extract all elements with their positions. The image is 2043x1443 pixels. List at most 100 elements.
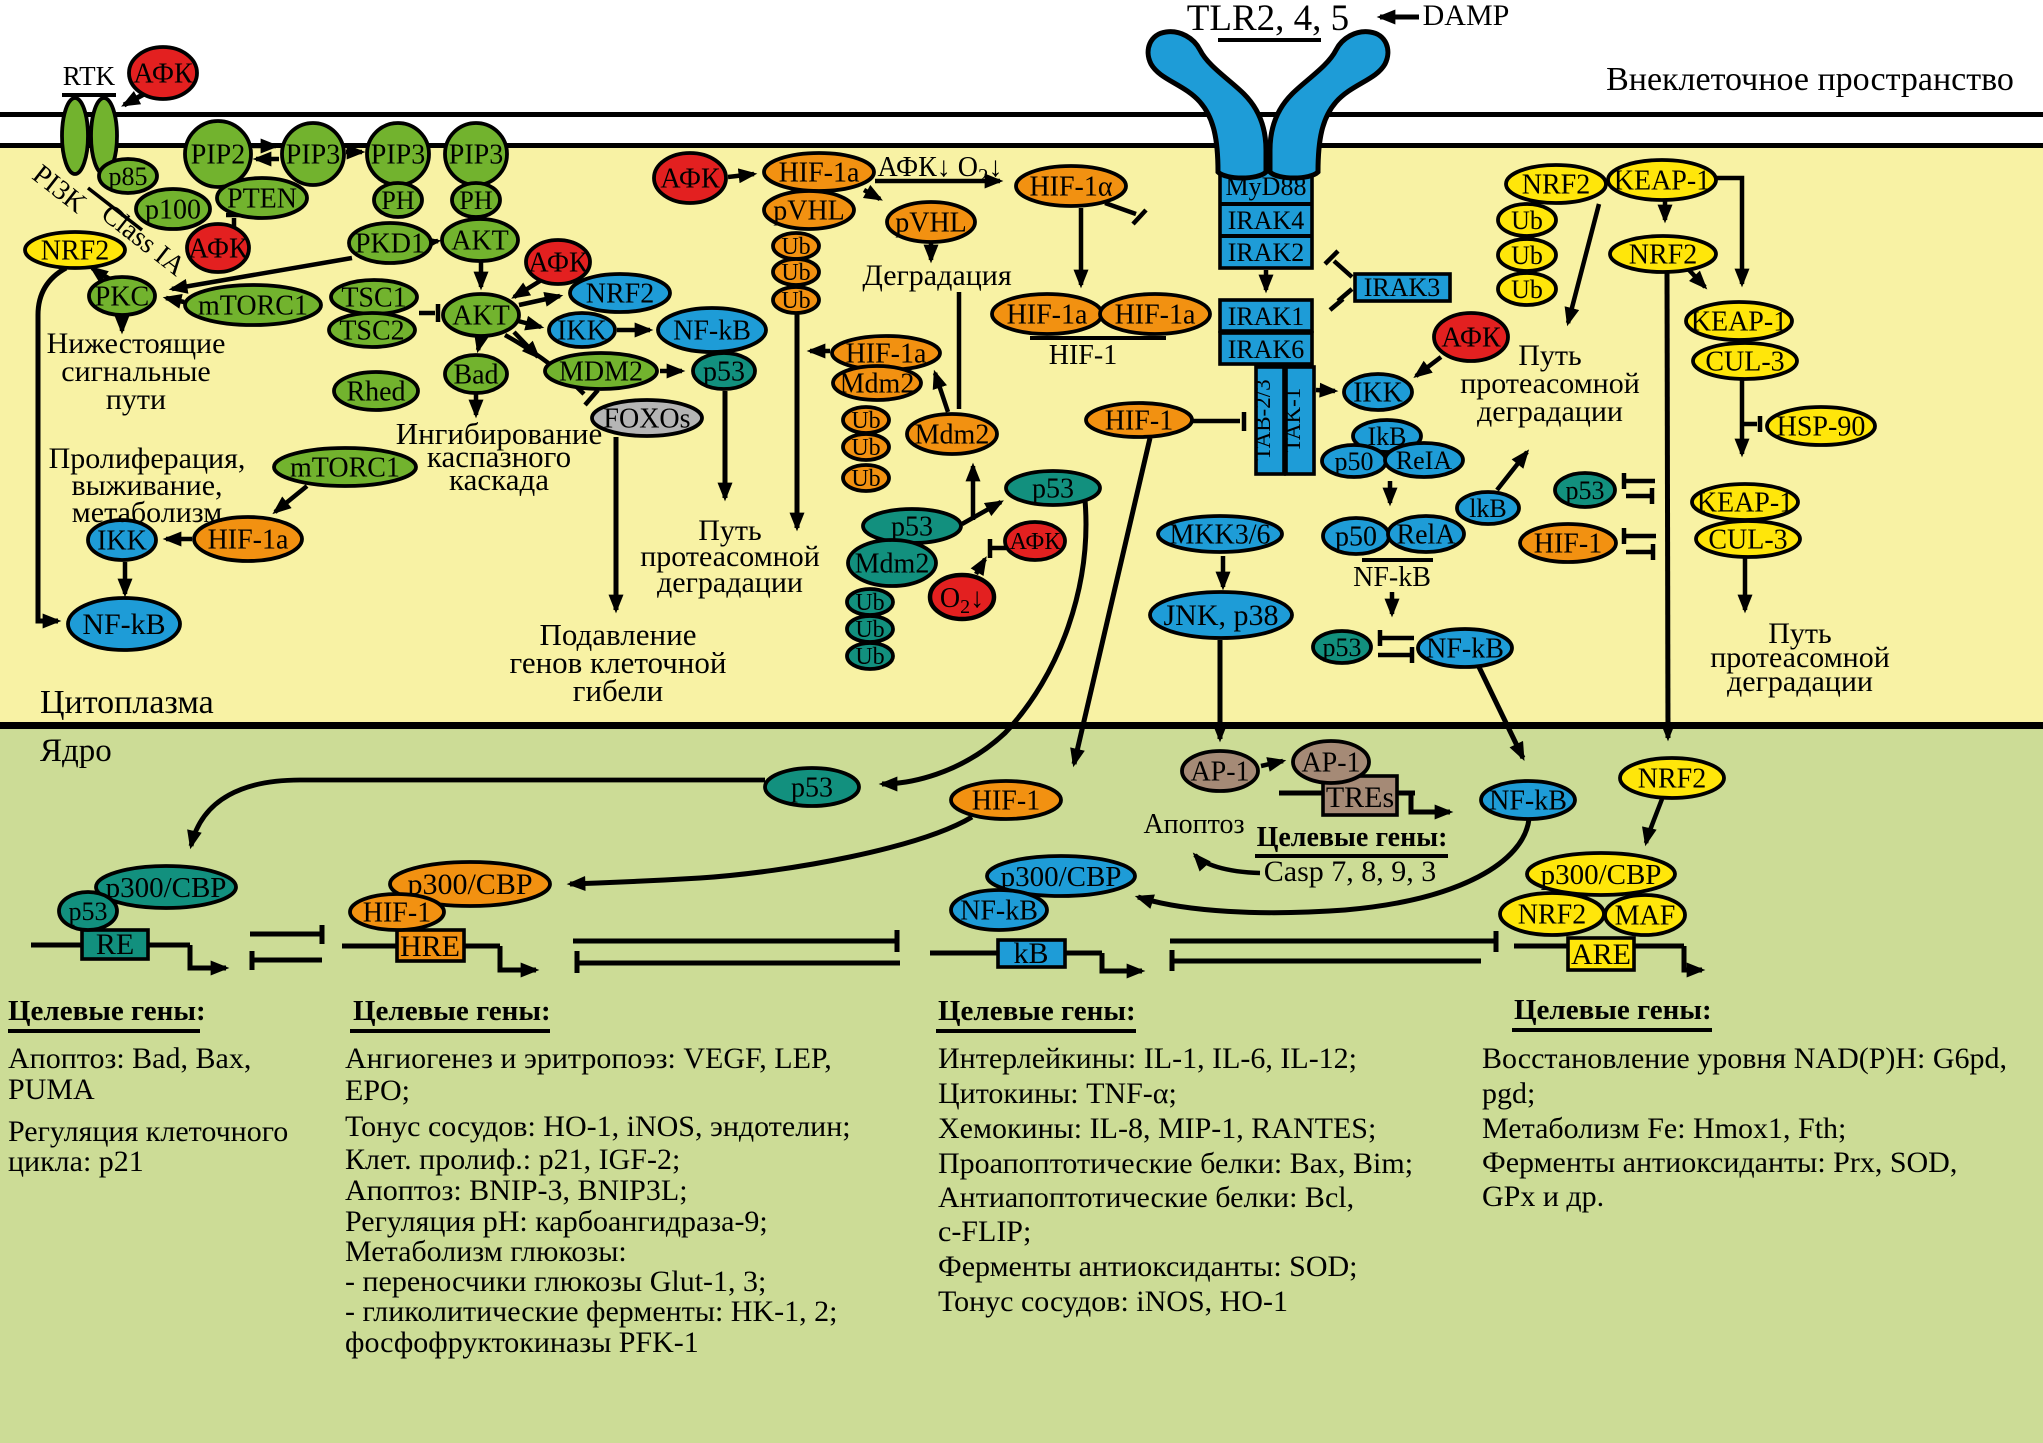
svg-text:АФК: АФК [528, 248, 588, 279]
svg-text:EPO;: EPO; [345, 1074, 410, 1107]
svg-text:- гликолитические ферменты: HK: - гликолитические ферменты: HK-1, 2; [345, 1295, 837, 1328]
svg-text:Ub: Ub [851, 435, 880, 461]
svg-text:гибели: гибели [573, 673, 664, 708]
svg-text:IRAK3: IRAK3 [1364, 273, 1441, 302]
svg-text:цикла: p21: цикла: p21 [8, 1145, 144, 1178]
svg-text:NRF2: NRF2 [41, 236, 109, 267]
svg-text:IKK: IKK [1353, 378, 1403, 409]
svg-text:PIP3: PIP3 [286, 140, 340, 171]
svg-text:p53: p53 [1032, 474, 1074, 505]
svg-text:kB: kB [1013, 937, 1048, 970]
svg-text:IRAK2: IRAK2 [1228, 238, 1305, 267]
svg-text:Подавление: Подавление [540, 617, 697, 652]
svg-text:pVHL: pVHL [895, 208, 967, 239]
svg-text:KEAP-1: KEAP-1 [1614, 166, 1710, 197]
svg-text:деградации: деградации [1727, 665, 1873, 698]
svg-text:HIF-1a: HIF-1a [208, 525, 289, 556]
svg-text:GPx и др.: GPx и др. [1482, 1180, 1604, 1213]
svg-text:Целевые гены:: Целевые гены: [8, 995, 206, 1027]
svg-text:p300/CBP: p300/CBP [106, 872, 227, 904]
svg-text:Ub: Ub [1511, 241, 1543, 270]
svg-text:деградации: деградации [657, 566, 803, 599]
svg-text:KEAP-1: KEAP-1 [1697, 488, 1793, 519]
svg-text:AKT: AKT [451, 226, 509, 257]
svg-text:Цитокины: TNF-α;: Цитокины: TNF-α; [938, 1077, 1177, 1110]
svg-text:p85: p85 [109, 162, 148, 191]
svg-text:Тонус сосудов: iNOS, HO-1: Тонус сосудов: iNOS, HO-1 [938, 1285, 1288, 1318]
svg-text:Апоптоз: Bad, Bax,: Апоптоз: Bad, Bax, [8, 1042, 251, 1075]
svg-text:протеасомной: протеасомной [1460, 367, 1640, 400]
svg-text:DAMP: DAMP [1423, 0, 1510, 32]
svg-text:Путь: Путь [698, 514, 761, 547]
svg-text:АФК: АФК [188, 234, 248, 265]
svg-text:HSP-90: HSP-90 [1777, 412, 1866, 443]
svg-text:Хемокины: IL-8, MIP-1, RANTES;: Хемокины: IL-8, MIP-1, RANTES; [938, 1112, 1376, 1145]
svg-text:АФК: АФК [133, 59, 193, 90]
svg-text:KEAP-1: KEAP-1 [1691, 307, 1787, 338]
svg-text:протеасомной: протеасомной [640, 540, 820, 573]
svg-text:mTORC1: mTORC1 [290, 453, 400, 484]
svg-text:Mdm2: Mdm2 [840, 369, 915, 400]
svg-text:JNK, p38: JNK, p38 [1163, 599, 1278, 632]
svg-text:pgd;: pgd; [1482, 1077, 1535, 1110]
svg-text:TAB-2/3: TAB-2/3 [1250, 379, 1275, 460]
svg-text:HIF-1: HIF-1 [972, 786, 1040, 817]
svg-text:PH: PH [381, 186, 414, 215]
svg-text:NF-kB: NF-kB [82, 608, 165, 641]
svg-text:NRF2: NRF2 [586, 279, 654, 310]
svg-text:mTORC1: mTORC1 [198, 291, 308, 322]
svg-text:Путь: Путь [1768, 617, 1831, 650]
svg-text:Внеклеточное пространство: Внеклеточное пространство [1606, 61, 2014, 98]
svg-text:p300/CBP: p300/CBP [407, 868, 532, 901]
svg-text:NF-kB: NF-kB [673, 316, 751, 347]
svg-text:TSC2: TSC2 [339, 316, 404, 347]
svg-text:Целевые гены:: Целевые гены: [938, 995, 1136, 1027]
svg-text:Целевые гены:: Целевые гены: [353, 995, 551, 1027]
svg-text:Регуляция pH: карбоангидраза-9: Регуляция pH: карбоангидраза-9; [345, 1205, 768, 1238]
svg-text:Ядро: Ядро [40, 733, 112, 769]
svg-text:IKK: IKK [557, 316, 607, 347]
svg-text:NRF2: NRF2 [1629, 240, 1697, 271]
svg-text:Путь: Путь [1518, 339, 1581, 372]
svg-text:Ферменты антиоксиданты: Prx, S: Ферменты антиоксиданты: Prx, SOD, [1482, 1146, 1957, 1179]
svg-text:HIF-1a: HIF-1a [846, 339, 927, 370]
svg-text:p300/CBP: p300/CBP [1001, 861, 1122, 893]
svg-text:АФК: АФК [1010, 529, 1062, 555]
svg-text:Ub: Ub [1511, 206, 1543, 235]
svg-text:RelA: RelA [1396, 520, 1456, 551]
svg-text:MKK3/6: MKK3/6 [1169, 520, 1270, 551]
svg-text:MDM2: MDM2 [559, 357, 643, 388]
svg-text:Ub: Ub [855, 590, 884, 616]
svg-text:сигнальные: сигнальные [61, 355, 211, 388]
svg-text:Тонус сосудов: HO-1, iNOS, энд: Тонус сосудов: HO-1, iNOS, эндотелин; [345, 1110, 851, 1143]
svg-text:TAK-1: TAK-1 [1280, 388, 1305, 453]
svg-text:метаболизм: метаболизм [72, 496, 222, 529]
svg-text:AKT: AKT [452, 301, 510, 332]
svg-text:Целевые гены:: Целевые гены: [1257, 822, 1448, 853]
svg-text:Bad: Bad [453, 360, 498, 391]
svg-text:Проапоптотические белки: Bax,: Проапоптотические белки: Bax, Bim; [938, 1147, 1413, 1180]
svg-text:Ферменты антиоксиданты: SOD;: Ферменты антиоксиданты: SOD; [938, 1250, 1358, 1283]
svg-text:TLR2, 4, 5: TLR2, 4, 5 [1187, 0, 1349, 39]
svg-text:- переносчики глюкозы Glut-1,: - переносчики глюкозы Glut-1, 3; [345, 1265, 766, 1298]
svg-text:деградации: деградации [1477, 395, 1623, 428]
svg-text:Метаболизм глюкозы:: Метаболизм глюкозы: [345, 1235, 627, 1268]
svg-text:p300/CBP: p300/CBP [1541, 859, 1662, 891]
svg-text:PIP2: PIP2 [191, 140, 245, 171]
svg-text:NRF2: NRF2 [1522, 170, 1590, 201]
svg-text:протеасомной: протеасомной [1710, 641, 1890, 674]
svg-text:RE: RE [96, 928, 134, 961]
svg-text:PIP3: PIP3 [371, 140, 425, 171]
svg-text:Клет. пролиф.: p21, IGF-2;: Клет. пролиф.: p21, IGF-2; [345, 1143, 680, 1176]
svg-text:ARE: ARE [1571, 938, 1631, 971]
svg-text:CUL-3: CUL-3 [1705, 347, 1784, 378]
svg-text:Ub: Ub [781, 288, 810, 314]
svg-text:IRAK4: IRAK4 [1228, 206, 1305, 235]
svg-text:Mdm2: Mdm2 [855, 549, 930, 580]
svg-text:NF-kB: NF-kB [960, 896, 1038, 927]
svg-text:Ub: Ub [781, 234, 810, 260]
svg-text:PKC: PKC [95, 282, 149, 313]
svg-text:HIF-1a: HIF-1a [1007, 300, 1088, 331]
svg-text:HIF-1: HIF-1 [1049, 340, 1117, 371]
svg-text:IKK: IKK [97, 526, 147, 557]
